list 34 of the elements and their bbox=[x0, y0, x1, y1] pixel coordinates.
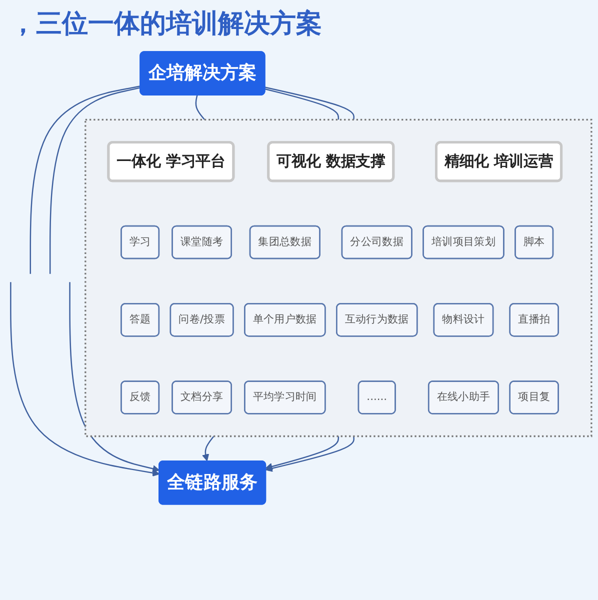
connector-line bbox=[195, 94, 206, 120]
feature-box: 问卷/投票 bbox=[170, 303, 234, 337]
category-box: 一体化 学习平台 bbox=[107, 141, 235, 182]
feature-box: 文档分享 bbox=[172, 380, 232, 414]
arrow bbox=[265, 436, 340, 470]
arrow bbox=[265, 436, 354, 472]
feature-box: ...... bbox=[358, 380, 396, 414]
feature-box: 平均学习时间 bbox=[244, 380, 326, 414]
feature-box: 项目复 bbox=[509, 380, 559, 414]
feature-box: 脚本 bbox=[514, 225, 554, 260]
feature-box: 在线小助手 bbox=[428, 380, 499, 414]
feature-box: 物料设计 bbox=[433, 303, 494, 337]
category-box: 可视化 数据支撑 bbox=[267, 141, 395, 182]
feature-box: 集团总数据 bbox=[249, 225, 320, 260]
connector-line bbox=[264, 86, 354, 120]
connector-line bbox=[30, 86, 141, 274]
connector-line bbox=[49, 87, 141, 274]
category-box: 精细化 培训运营 bbox=[435, 141, 563, 182]
arrow bbox=[69, 282, 160, 472]
arrow bbox=[10, 282, 160, 476]
process-box: 全链路服务 bbox=[158, 460, 266, 505]
feature-box: 学习 bbox=[120, 225, 160, 260]
feature-box: 答题 bbox=[120, 303, 160, 337]
title: ，三位一体的培训解决方案 bbox=[10, 8, 323, 41]
arrow bbox=[202, 436, 214, 462]
feature-box: 反馈 bbox=[120, 380, 160, 414]
feature-box: 分公司数据 bbox=[341, 225, 412, 260]
feature-box: 课堂随考 bbox=[172, 225, 232, 260]
connector-line bbox=[264, 88, 340, 120]
feature-box: 互动行为数据 bbox=[336, 303, 418, 337]
feature-box: 培训项目策划 bbox=[422, 225, 504, 260]
feature-box: 单个用户数据 bbox=[244, 303, 326, 337]
feature-box: 直播拍 bbox=[509, 303, 559, 337]
process-box: 企培解决方案 bbox=[140, 51, 266, 96]
